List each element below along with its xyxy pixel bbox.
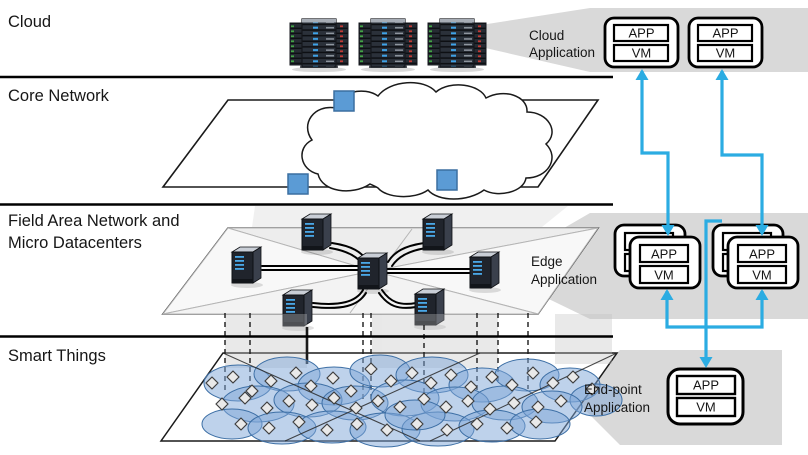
cloud-layer-label: Cloud	[8, 13, 51, 31]
cloud-panel-wedge	[481, 8, 590, 72]
cloud-box1-vm-label: VM	[632, 46, 652, 61]
arrowhead-up-icon	[660, 289, 674, 300]
cloud-application-callout: Cloud Application APP VM APP VM	[529, 16, 764, 69]
endpoint-callout-label-line1: End-point	[584, 382, 642, 397]
cloud-box2-vm-label: VM	[716, 46, 736, 61]
thing-device-diamonds	[205, 362, 599, 437]
edge-box1-vm-label: VM	[654, 268, 674, 283]
endpoint-application-callout: End-point Application APP VM	[584, 367, 745, 426]
fan-layer-label-line1: Field Area Network and	[8, 212, 180, 230]
layer-separators	[0, 75, 613, 338]
edge-callout-label-line1: Edge	[531, 254, 563, 269]
cloud-callout-label-line2: Application	[529, 45, 595, 60]
arrowhead-up-icon	[635, 69, 649, 80]
endpoint-box-app-label: APP	[693, 378, 719, 393]
cloud-box1-app-label: APP	[628, 26, 654, 41]
network-cloud-shape	[301, 81, 553, 200]
edge-box2-app-label: APP	[749, 247, 775, 262]
smart-things-plane	[159, 313, 623, 448]
router-node-icon	[333, 90, 355, 112]
server-rack-icon	[427, 18, 487, 73]
edge-app-vm-stack	[613, 223, 702, 290]
endpoint-callout-label-line2: Application	[584, 400, 650, 415]
core-network-plane	[161, 81, 600, 200]
endpoint-box-vm-label: VM	[696, 400, 716, 415]
arrowhead-down-icon	[755, 225, 769, 236]
cloud-box2-app-label: APP	[712, 26, 738, 41]
core-network-layer-label: Core Network	[8, 87, 110, 105]
endpoint-uplink	[704, 219, 722, 357]
cloud-app-vm-box	[603, 16, 680, 69]
cloud-server-racks	[289, 18, 487, 73]
endpoint-app-vm-box	[666, 367, 745, 426]
fan-layer-label-line2: Micro Datacenters	[8, 234, 142, 252]
server-rack-icon	[358, 18, 418, 73]
server-rack-icon	[289, 18, 349, 73]
field-area-network-plane	[161, 206, 600, 332]
edge-callout-label-line2: Application	[531, 272, 597, 287]
cloud-edge-link-1	[640, 71, 670, 226]
cloud-edge-link-2	[720, 71, 764, 226]
arrowhead-up-icon	[715, 69, 729, 80]
application-communication-arrows	[635, 69, 769, 368]
edge-endpoint-link	[665, 291, 764, 329]
layer-labels: Cloud Core Network Field Area Network an…	[8, 13, 180, 365]
arrowhead-down-icon	[699, 357, 713, 368]
router-node-icon	[287, 173, 309, 195]
edge-box2-vm-label: VM	[752, 268, 772, 283]
arrowhead-down-icon	[661, 225, 675, 236]
router-nodes	[287, 90, 458, 195]
edge-app-vm-stack	[711, 223, 800, 290]
cloud-app-vm-box	[687, 16, 764, 69]
smart-things-layer-label: Smart Things	[8, 347, 106, 365]
edge-box1-app-label: APP	[651, 247, 677, 262]
edge-application-callout: Edge Application APP VM APP VM	[531, 223, 800, 290]
cloud-callout-label-line1: Cloud	[529, 28, 564, 43]
arrowhead-up-icon	[755, 289, 769, 300]
router-node-icon	[436, 169, 458, 191]
